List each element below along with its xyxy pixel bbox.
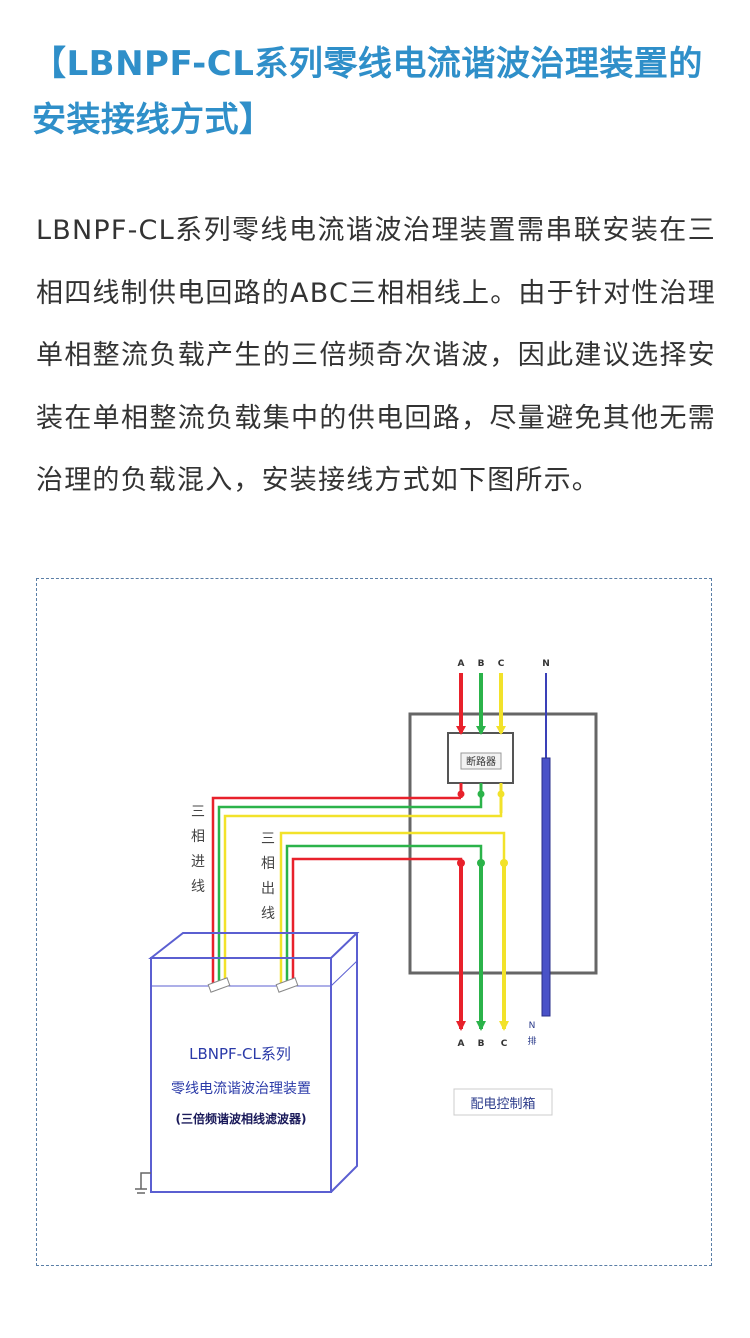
phase-label-top-b: B (478, 659, 485, 669)
n-bar-label-pai: 排 (527, 1035, 536, 1047)
phase-label-bottom-a: A (458, 1039, 465, 1049)
output-line-b (285, 844, 483, 986)
svg-text:线: 线 (191, 879, 205, 895)
load-arrow-b (476, 1021, 486, 1031)
input-line-c (223, 813, 503, 986)
breaker-label: 断路器 (466, 755, 496, 768)
device-name-text: 零线电流谐波治理装置 (171, 1081, 311, 1097)
device-output-terminal (275, 977, 299, 993)
article-body: LBNPF-CL系列零线电流谐波治理装置需串联安装在三相四线制供电回路的ABC三… (36, 215, 716, 496)
filter-device (148, 932, 360, 1193)
svg-text:线: 线 (261, 906, 275, 922)
input-line-b (217, 798, 483, 986)
supply-arrow-c (496, 726, 506, 735)
wiring-diagram-frame: 配电控制箱 断路器 A B C N N 排 (36, 578, 712, 1266)
supply-arrow-a (456, 726, 466, 735)
phase-label-bottom-b: B (478, 1039, 485, 1049)
breaker-label-box (460, 752, 502, 770)
svg-text:进: 进 (191, 854, 205, 870)
n-bar-label-n: N (529, 1021, 536, 1031)
phase-label-top-c: C (498, 659, 505, 669)
cabinet-label-box (453, 1088, 553, 1116)
output-line-c (279, 831, 506, 986)
wiring-diagram: 配电控制箱 断路器 A B C N N 排 (135, 659, 598, 1194)
in-line-annotation: 三 相 进 线 (191, 804, 205, 895)
ground-wire (140, 1172, 151, 1189)
out-line-annotation: 三 相 出 线 (261, 831, 275, 922)
supply-arrow-b (476, 726, 486, 735)
output-line-a (291, 857, 463, 986)
svg-text:三: 三 (191, 804, 205, 820)
load-arrow-c (499, 1021, 509, 1031)
svg-text:出: 出 (261, 881, 275, 897)
phase-label-top-a: A (458, 659, 465, 669)
svg-text:相: 相 (191, 829, 205, 845)
phase-label-top-n: N (542, 659, 550, 669)
device-input-terminal (207, 977, 231, 993)
cabinet-label: 配电控制箱 (470, 1096, 535, 1112)
article-title: 【LBNPF-CL系列零线电流谐波治理装置的安装接线方式】 (32, 44, 703, 140)
input-line-a (211, 796, 461, 986)
device-model-text: LBNPF-CL系列 (189, 1045, 291, 1063)
neutral-bar (541, 757, 551, 1017)
load-arrow-a (456, 1021, 466, 1031)
device-subtitle-text: (三倍频谐波相线滤波器) (176, 1111, 307, 1126)
svg-text:相: 相 (261, 856, 275, 872)
svg-text:三: 三 (261, 831, 275, 847)
phase-label-bottom-c: C (501, 1039, 508, 1049)
